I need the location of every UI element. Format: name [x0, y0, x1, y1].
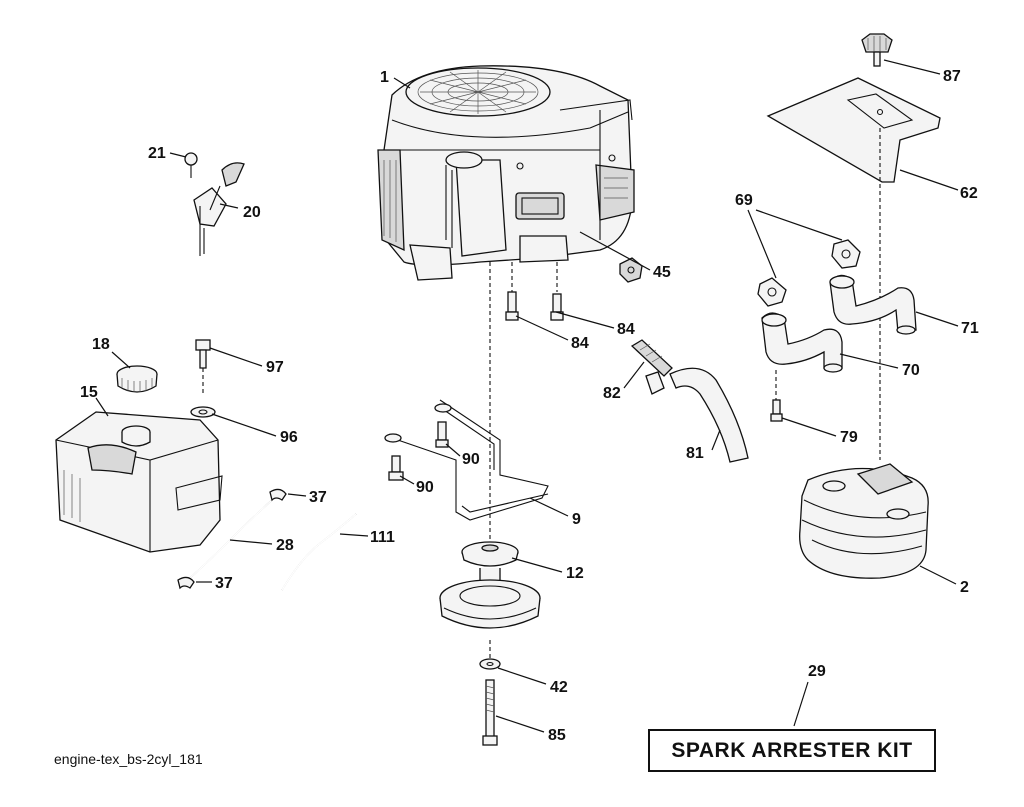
pulley-12-part: [439, 541, 541, 629]
callout-37a: 37: [309, 489, 327, 506]
callout-90a: 90: [462, 451, 480, 468]
callout-42: 42: [550, 679, 568, 696]
callout-69: 69: [735, 192, 753, 209]
spark-arrester-kit-label: SPARK ARRESTER KIT: [648, 729, 936, 772]
gasket-69-upper-part: [831, 239, 861, 269]
nut-45-part: [619, 257, 643, 283]
callout-84b: 84: [571, 335, 589, 352]
leader-lines: [95, 59, 959, 733]
muffler-2-part: [799, 463, 929, 579]
bolt-84-left-part: [505, 262, 519, 321]
callout-96: 96: [280, 429, 298, 446]
throttle-control-part: [184, 152, 245, 256]
callout-70: 70: [902, 362, 920, 379]
connector-82-part: [630, 339, 673, 395]
washer-96-part: [190, 406, 216, 418]
callout-2: 2: [960, 579, 969, 596]
bolt-90-upper-part: [435, 421, 449, 448]
callout-45: 45: [653, 264, 671, 281]
callout-1: 1: [380, 69, 389, 86]
callout-71: 71: [961, 320, 979, 337]
callout-111: 111: [370, 529, 395, 546]
callout-28: 28: [276, 537, 294, 554]
bracket-9-part: [384, 399, 549, 521]
callout-87: 87: [943, 68, 961, 85]
callout-79: 79: [840, 429, 858, 446]
callout-84a: 84: [617, 321, 635, 338]
callout-82: 82: [603, 385, 621, 402]
bolt-84-right-part: [550, 262, 564, 321]
callout-18: 18: [92, 336, 110, 353]
bolt-97-part: [195, 339, 211, 396]
pipe-70-part: [761, 312, 843, 373]
gasket-69-lower-part: [757, 277, 787, 307]
callout-62: 62: [960, 185, 978, 202]
callout-21: 21: [148, 145, 166, 162]
callout-9: 9: [572, 511, 581, 528]
callout-20: 20: [243, 204, 261, 221]
screw-87-part: [861, 33, 893, 67]
callout-15: 15: [80, 384, 98, 401]
callout-12: 12: [566, 565, 584, 582]
clamp-37-upper-part: [269, 488, 287, 502]
drawing-id-caption: engine-tex_bs-2cyl_181: [54, 751, 203, 767]
callout-29: 29: [808, 663, 826, 680]
fuel-tank-part: [55, 411, 223, 553]
callout-85: 85: [548, 727, 566, 744]
fuel-cap-part: [116, 365, 158, 393]
clamp-37-lower-part: [177, 576, 195, 590]
screw-79-part: [770, 399, 783, 422]
fuel-line-111-part: [281, 513, 357, 591]
washer-42-part: [479, 658, 501, 670]
bolt-90-lower-part: [388, 455, 404, 481]
callout-90b: 90: [416, 479, 434, 496]
callout-97: 97: [266, 359, 284, 376]
engine-part: [377, 65, 635, 281]
callout-81: 81: [686, 445, 704, 462]
shield-62-part: [766, 77, 941, 183]
hose-81-part: [669, 367, 749, 463]
bolt-85-part: [482, 679, 498, 746]
callout-37b: 37: [215, 575, 233, 592]
pipe-71-part: [829, 274, 917, 335]
